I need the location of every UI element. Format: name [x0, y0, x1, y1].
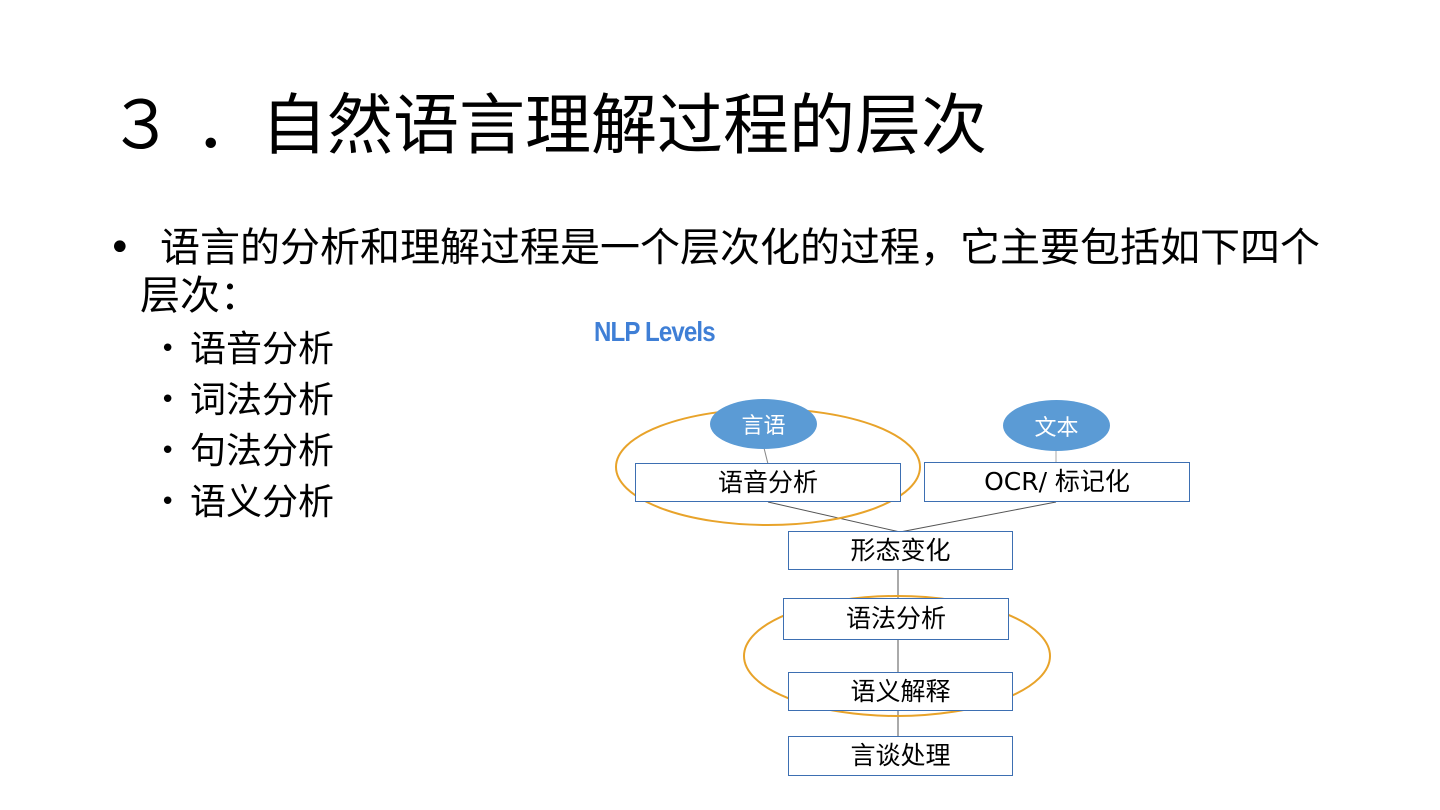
list-item: • 语音分析 — [160, 324, 334, 375]
bullet-dot: • — [108, 225, 132, 271]
main-bullet-text: 语言的分析和理解过程是一个层次化的过程，它主要包括如下四个层次： — [140, 225, 1320, 319]
list-item-text: 语音分析 — [190, 329, 335, 370]
node-phonetic-analysis: 语音分析 — [635, 463, 901, 502]
sub-bullet-dot: • — [160, 436, 176, 466]
sub-bullet-dot: • — [160, 334, 176, 364]
node-speech: 言语 — [710, 399, 817, 449]
highlight-ring-syntax-semantic — [743, 595, 1051, 717]
node-semantic-interpretation: 语义解释 — [788, 672, 1013, 711]
level-list: • 语音分析 • 词法分析 • 句法分析 • 语义分析 — [160, 324, 334, 528]
diagram-title: NLP Levels — [594, 316, 716, 347]
list-item-text: 词法分析 — [190, 380, 335, 421]
node-discourse-processing: 言谈处理 — [788, 736, 1013, 776]
node-syntax-analysis: 语法分析 — [783, 598, 1009, 640]
sub-bullet-dot: • — [160, 487, 176, 517]
list-item: • 语义分析 — [160, 477, 334, 528]
node-ocr-tokenization: OCR/ 标记化 — [924, 462, 1190, 502]
node-morphology: 形态变化 — [788, 531, 1013, 570]
connector-ocr-morphology — [899, 501, 1057, 533]
list-item: • 句法分析 — [160, 426, 334, 477]
sub-bullet-dot: • — [160, 385, 176, 415]
connector-phonetic-morphology — [767, 501, 901, 533]
connector-speech-phonetic — [763, 447, 769, 465]
list-item: • 词法分析 — [160, 375, 334, 426]
list-item-text: 句法分析 — [190, 431, 335, 472]
node-text: 文本 — [1003, 400, 1110, 451]
list-item-text: 语义分析 — [190, 482, 335, 523]
main-bullet: • 语言的分析和理解过程是一个层次化的过程，它主要包括如下四个层次： — [108, 224, 1338, 320]
slide-title: ３ ．自然语言理解过程的层次 — [108, 87, 987, 164]
